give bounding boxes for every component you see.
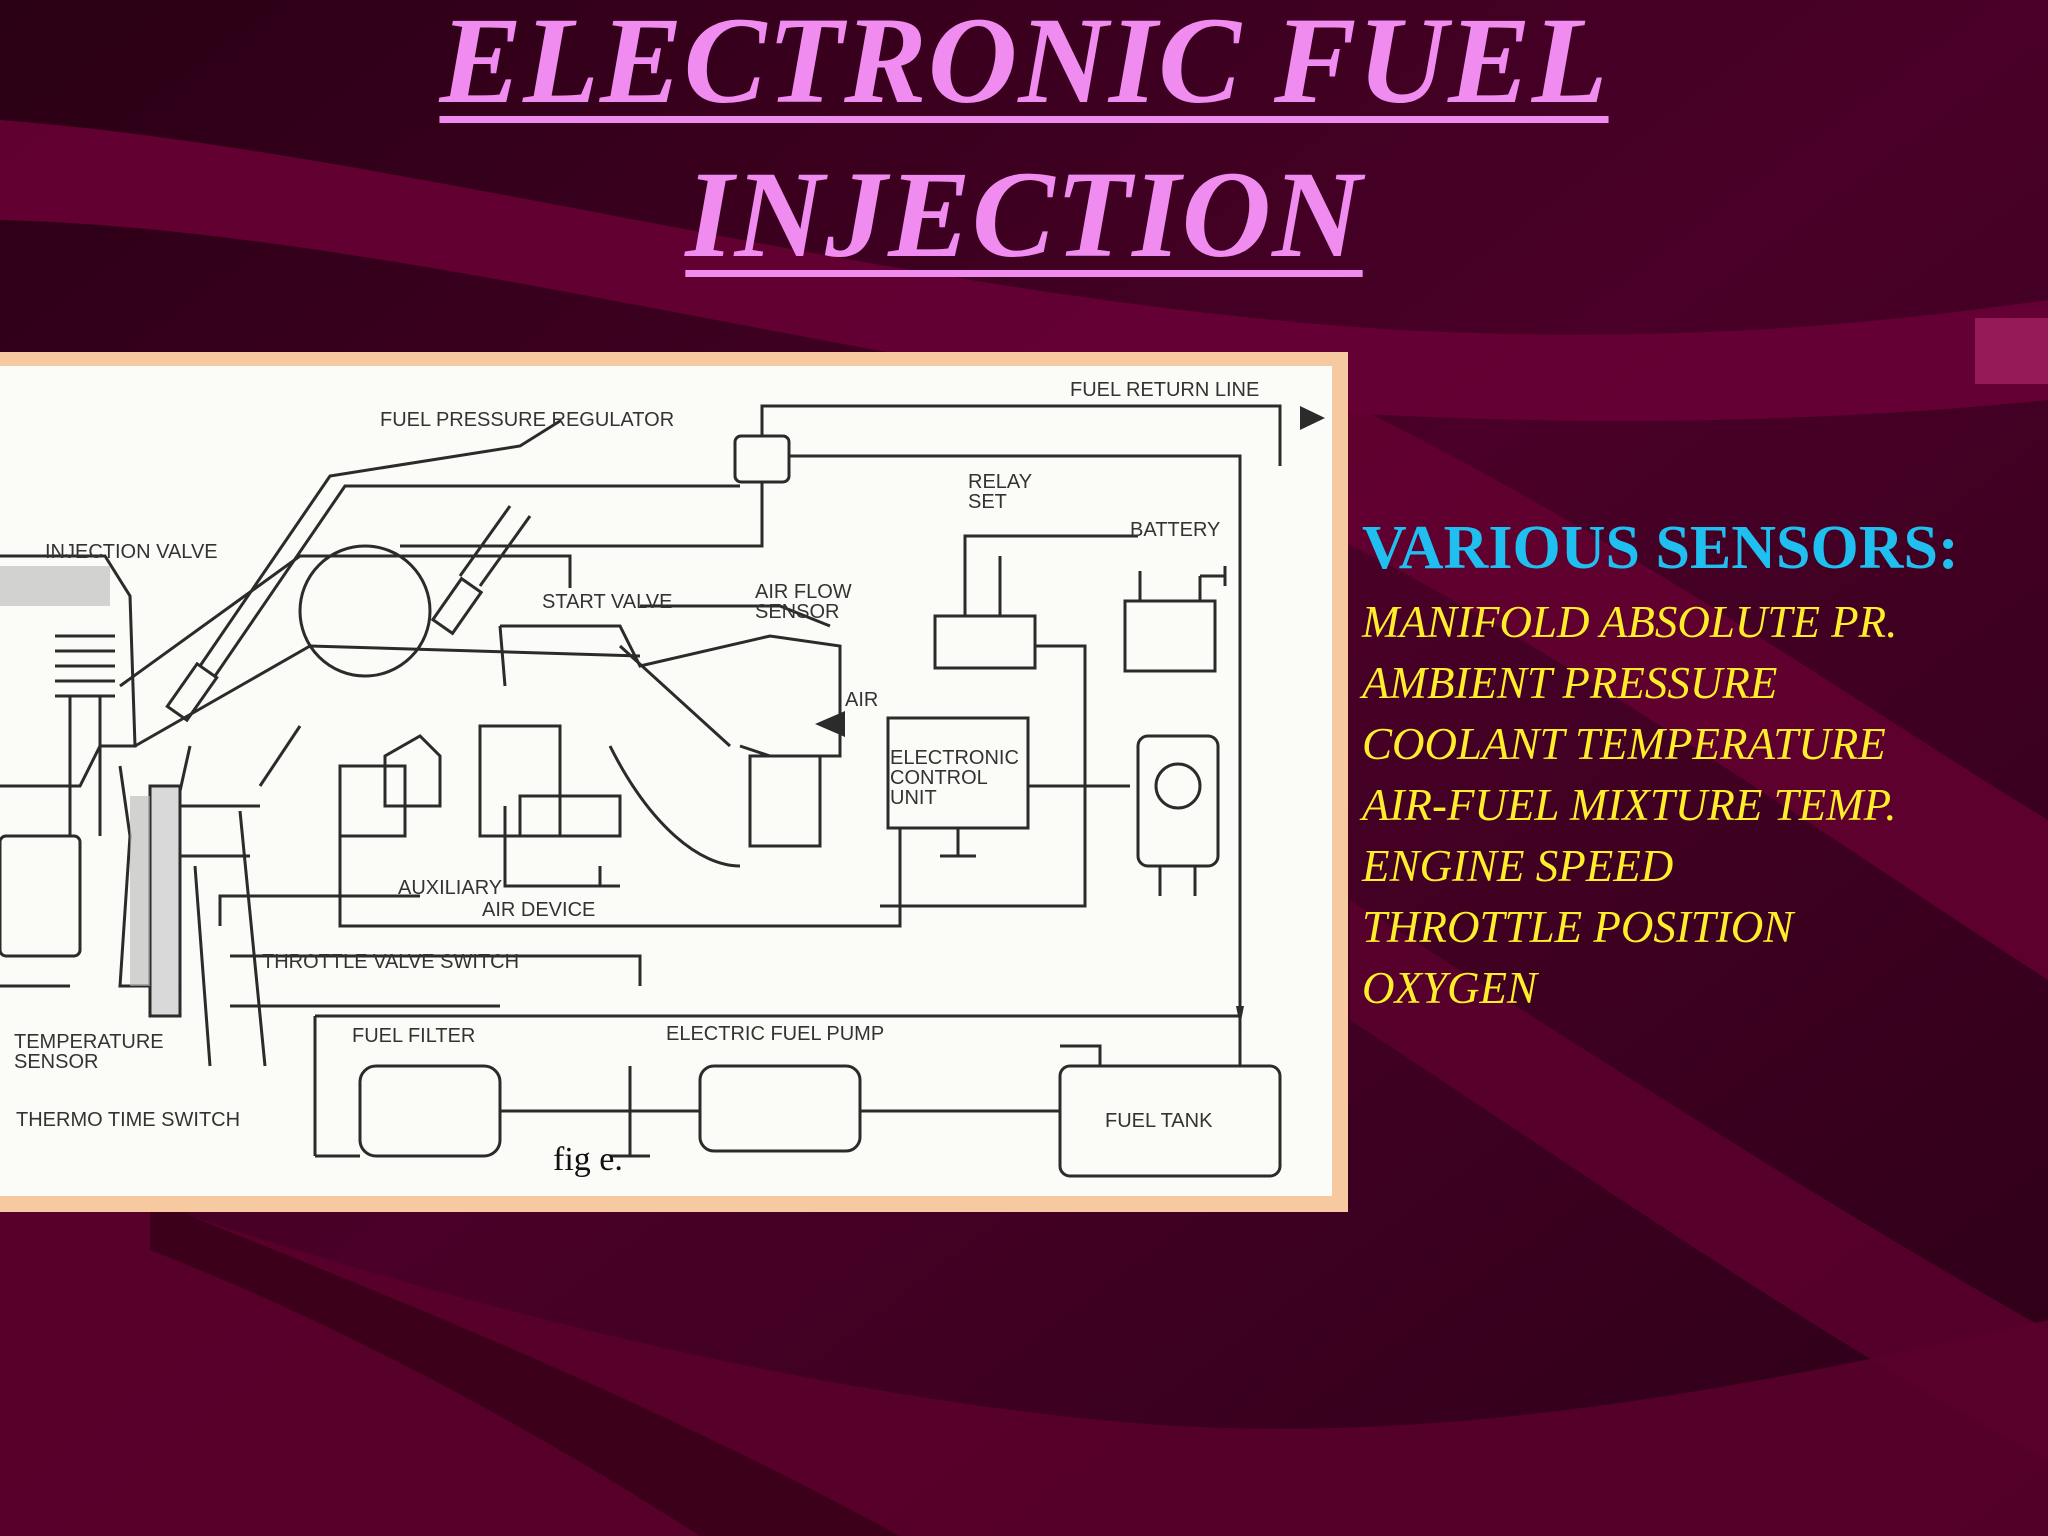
label-fuel-tank: FUEL TANK — [1105, 1110, 1213, 1132]
sensor-item: AMBIENT PRESSURE — [1362, 658, 1778, 708]
sensor-item: COOLANT TEMPERATURE — [1362, 719, 1886, 769]
label-fuel-filter: FUEL FILTER — [352, 1025, 475, 1047]
label-air-flow-sensor-1: AIR FLOW — [755, 581, 852, 603]
label-air-flow-sensor-2: SENSOR — [755, 601, 839, 623]
sensor-list-panel: VARIOUS SENSORS: MANIFOLD ABSOLUTE PR. A… — [1362, 510, 2042, 1019]
label-ecu-2: CONTROL — [890, 767, 988, 789]
label-thermo-time-switch: THERMO TIME SWITCH — [16, 1109, 240, 1131]
label-air: AIR — [845, 689, 878, 711]
label-auxiliary-air-device-1: AUXILIARY — [398, 877, 502, 899]
sensor-item: AIR-FUEL MIXTURE TEMP. — [1362, 780, 1897, 830]
label-temperature-sensor-2: SENSOR — [14, 1051, 98, 1073]
efi-schematic: FUEL PRESSURE REGULATOR FUEL RETURN LINE… — [0, 366, 1332, 1196]
label-fuel-pressure-regulator: FUEL PRESSURE REGULATOR — [380, 409, 674, 431]
sensor-item: OXYGEN — [1362, 963, 1538, 1013]
sensor-item: MANIFOLD ABSOLUTE PR. — [1362, 597, 1898, 647]
label-ecu-1: ELECTRONIC — [890, 747, 1019, 769]
label-relay-set-2: SET — [968, 491, 1007, 513]
label-relay-set-1: RELAY — [968, 471, 1032, 493]
label-fuel-return-line: FUEL RETURN LINE — [1070, 379, 1259, 401]
sensor-item: ENGINE SPEED — [1362, 841, 1674, 891]
sensor-item: THROTTLE POSITION — [1362, 902, 1794, 952]
sensors-heading: VARIOUS SENSORS: — [1362, 514, 1959, 582]
label-ecu-3: UNIT — [890, 787, 937, 809]
label-electric-fuel-pump: ELECTRIC FUEL PUMP — [666, 1023, 884, 1045]
label-battery: BATTERY — [1130, 519, 1220, 541]
label-injection-valve: INJECTION VALVE — [45, 541, 218, 563]
title-line-1: ELECTRONIC FUEL — [439, 0, 1609, 129]
figure-labels: FUEL PRESSURE REGULATOR FUEL RETURN LINE… — [14, 379, 1259, 1178]
label-throttle-valve-switch: THROTTLE VALVE SWITCH — [262, 951, 519, 973]
label-auxiliary-air-device-2: AIR DEVICE — [482, 899, 595, 921]
label-temperature-sensor-1: TEMPERATURE — [14, 1031, 164, 1053]
sensor-list: MANIFOLD ABSOLUTE PR. AMBIENT PRESSURE C… — [1362, 592, 2042, 1019]
label-start-valve: START VALVE — [542, 591, 672, 613]
title-line-2: INJECTION — [685, 146, 1363, 283]
figure-caption: fig e. — [553, 1141, 623, 1178]
